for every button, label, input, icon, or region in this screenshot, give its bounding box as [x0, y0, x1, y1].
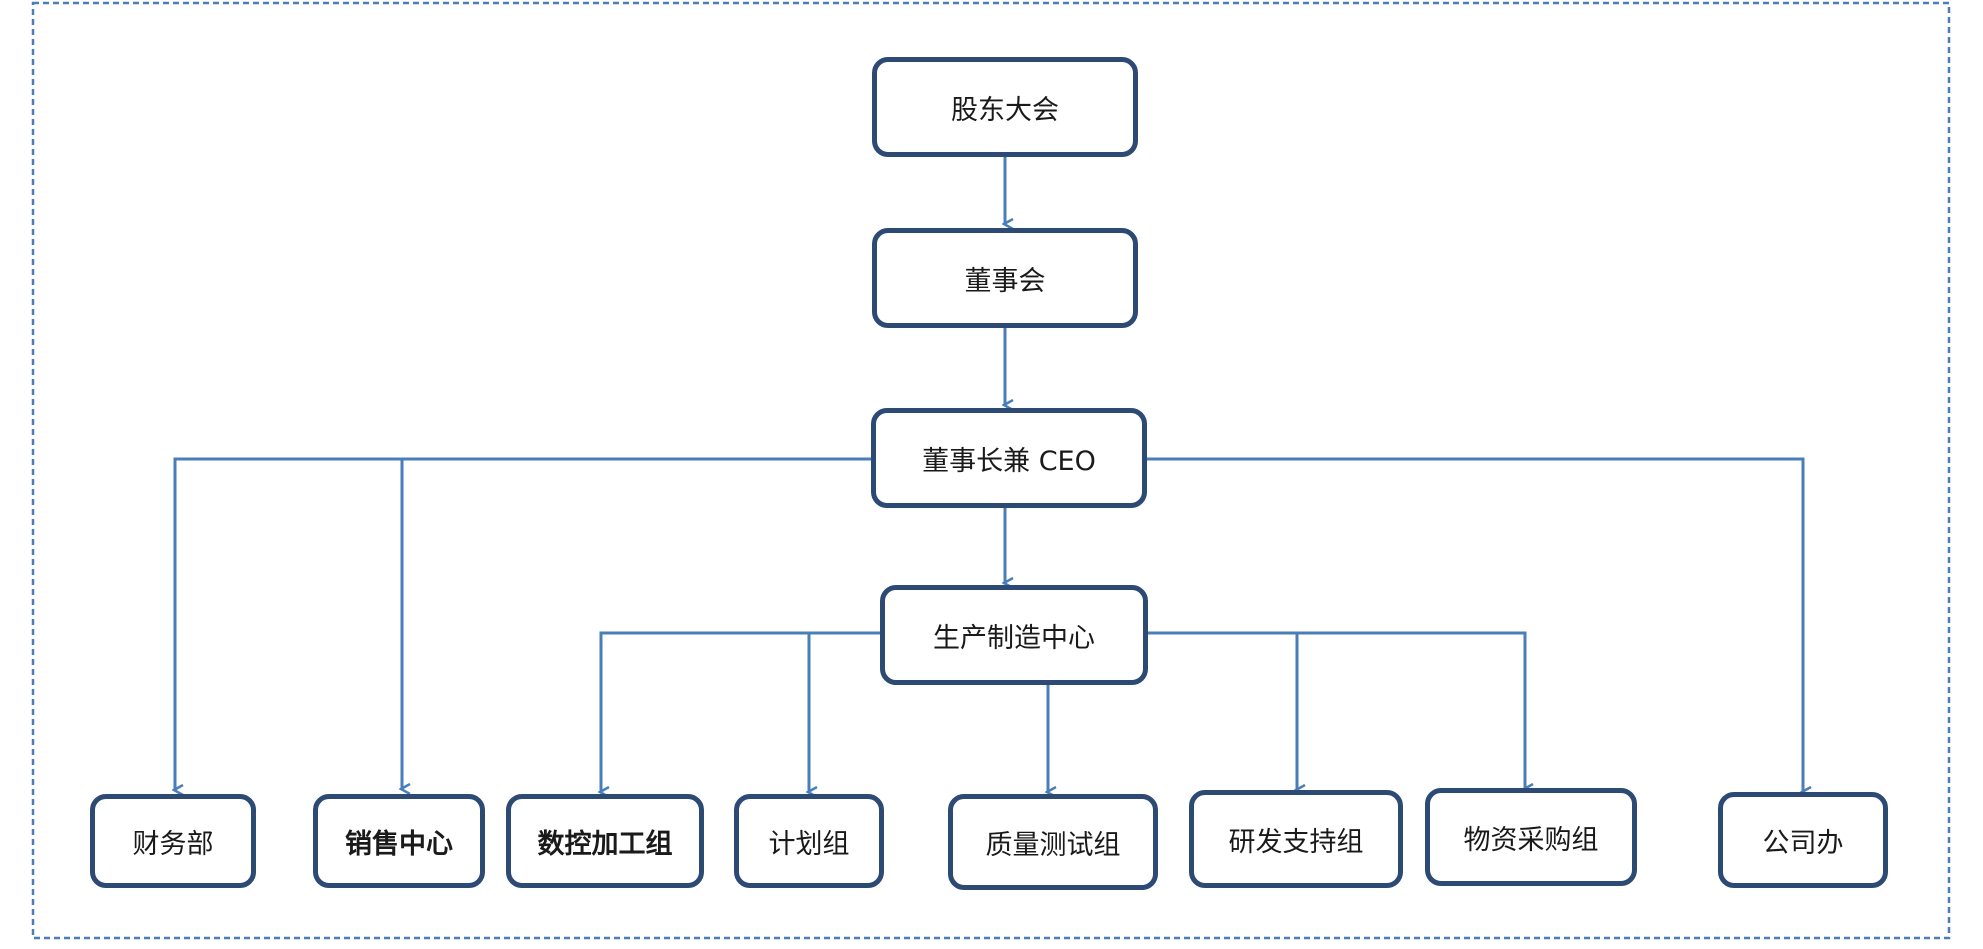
dashed-frame	[31, 1, 1951, 940]
node-manufacturing: 生产制造中心	[880, 585, 1148, 685]
node-procurement: 物资采购组	[1425, 788, 1637, 886]
node-shareholders: 股东大会	[872, 57, 1138, 157]
node-finance: 财务部	[90, 794, 256, 888]
node-office: 公司办	[1718, 792, 1888, 888]
connector-mfg-cnc	[601, 631, 880, 792]
connector-ceo-office	[1145, 457, 1803, 792]
node-rnd: 研发支持组	[1189, 790, 1403, 888]
connector-mfg-procurement	[1146, 631, 1525, 789]
node-quality: 质量测试组	[948, 794, 1158, 890]
node-chairman-ceo: 董事长兼 CEO	[871, 408, 1147, 508]
node-planning: 计划组	[734, 794, 884, 888]
node-sales: 销售中心	[313, 794, 485, 888]
connector-ceo-finance	[175, 457, 871, 790]
node-cnc: 数控加工组	[506, 794, 704, 888]
node-board: 董事会	[872, 228, 1138, 328]
